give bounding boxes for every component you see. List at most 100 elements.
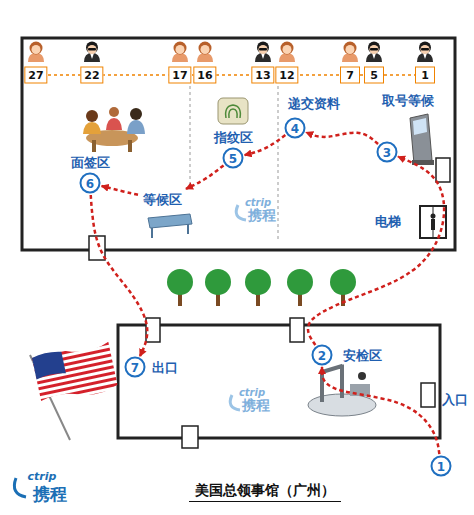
divider-line [190, 86, 191, 185]
step-circle: 5指纹区 [223, 148, 244, 169]
step-label: 安检区 [342, 346, 383, 364]
brand-logo: 携程 [33, 483, 67, 506]
ticket-kiosk [410, 114, 434, 165]
interview-scene [127, 120, 145, 134]
counter-staff [28, 42, 44, 63]
ctrip-logo-mark [230, 395, 240, 410]
interview-scene [106, 118, 122, 130]
us-flag [32, 350, 66, 380]
waiting-bench [148, 214, 192, 238]
step-number: 5 [229, 151, 237, 165]
us-flag [30, 339, 118, 440]
flow-arrow [102, 186, 138, 195]
interview-scene [86, 110, 98, 122]
counter-box: 5 [364, 67, 384, 84]
step-circle: 4递交资料 [285, 118, 306, 139]
door [421, 383, 435, 407]
counter-box: 13 [251, 67, 274, 84]
door [89, 158, 450, 448]
counter-staff [28, 42, 433, 63]
tree [167, 269, 193, 295]
counter-staff [342, 42, 358, 63]
step-circle: 7出口 [125, 357, 146, 378]
flow-arrow [186, 165, 224, 188]
counter-box: 27 [24, 67, 47, 84]
ticket-kiosk [413, 118, 427, 135]
diagram-title: 美国总领事馆（广州） [189, 482, 341, 502]
flow-arrow [91, 195, 148, 356]
counter-staff [255, 42, 271, 63]
flow-arrow [308, 157, 444, 345]
counter-staff [197, 42, 213, 63]
consulate-building [22, 38, 455, 250]
step-label: 取号等候 [381, 91, 435, 109]
door [290, 318, 304, 342]
step-number: 6 [86, 176, 94, 190]
step-circle: 1 [431, 456, 452, 477]
waiting-bench [187, 224, 189, 234]
flow-arrow [306, 132, 378, 144]
tree [330, 269, 356, 295]
step-number: 4 [291, 121, 299, 135]
area-label: 电梯 [375, 213, 401, 231]
counter-box: 1 [415, 67, 435, 84]
step-label: 递交资料 [287, 94, 341, 112]
fingerprint-icon [218, 98, 248, 124]
step-circle: 3取号等候 [377, 142, 398, 163]
door [182, 426, 198, 448]
counter-box: 17 [168, 67, 191, 84]
ctrip-logo-mark [14, 205, 246, 497]
area-label: 入口 [442, 391, 468, 409]
counter-box: 16 [193, 67, 216, 84]
watermark: 携程 [242, 397, 270, 415]
brand-logo: ctrip [28, 470, 57, 483]
door [436, 158, 450, 182]
step-circle: 6面签区 [80, 173, 101, 194]
counter-number: 27 [28, 69, 43, 82]
counter-number: 16 [197, 69, 212, 82]
step-label: 面签区 [70, 153, 111, 171]
fingerprint-icon [229, 109, 237, 118]
counter-box: 12 [275, 67, 298, 84]
step-label: 出口 [151, 358, 179, 376]
security-scanner [358, 372, 366, 380]
interview-scene [130, 108, 142, 120]
tree [205, 269, 231, 295]
counter-box: 7 [340, 67, 360, 84]
counter-staff [417, 42, 433, 63]
elevator-icon [431, 214, 436, 219]
us-flag [31, 339, 118, 405]
counter-number: 5 [368, 69, 380, 82]
counter-number: 22 [84, 69, 99, 82]
counter-staff [84, 42, 100, 63]
counter-staff [172, 42, 188, 63]
counter-number: 13 [255, 69, 270, 82]
divider-line [278, 86, 279, 240]
counter-number: 17 [172, 69, 187, 82]
tree [287, 269, 313, 295]
counter-staff [279, 42, 295, 63]
interview-scene [109, 107, 119, 117]
counter-box: 22 [80, 67, 103, 84]
step-number: 1 [437, 459, 445, 473]
step-number: 3 [383, 145, 391, 159]
interview-scene [83, 122, 101, 134]
step-label: 指纹区 [213, 128, 254, 146]
tree [245, 269, 271, 295]
counter-number: 7 [344, 69, 356, 82]
area-box: 等候区 [140, 190, 185, 210]
security-scanner [322, 366, 342, 402]
us-flag [31, 339, 118, 405]
counter-number: 1 [419, 69, 431, 82]
ctrip-logo-mark [236, 205, 246, 220]
step-number: 7 [131, 360, 139, 374]
step-number: 2 [318, 348, 326, 362]
interview-scene [128, 140, 132, 152]
watermark: ctrip [245, 197, 271, 208]
watermark: 携程 [248, 207, 276, 225]
waiting-bench [148, 214, 192, 228]
fingerprint-icon [218, 98, 248, 124]
